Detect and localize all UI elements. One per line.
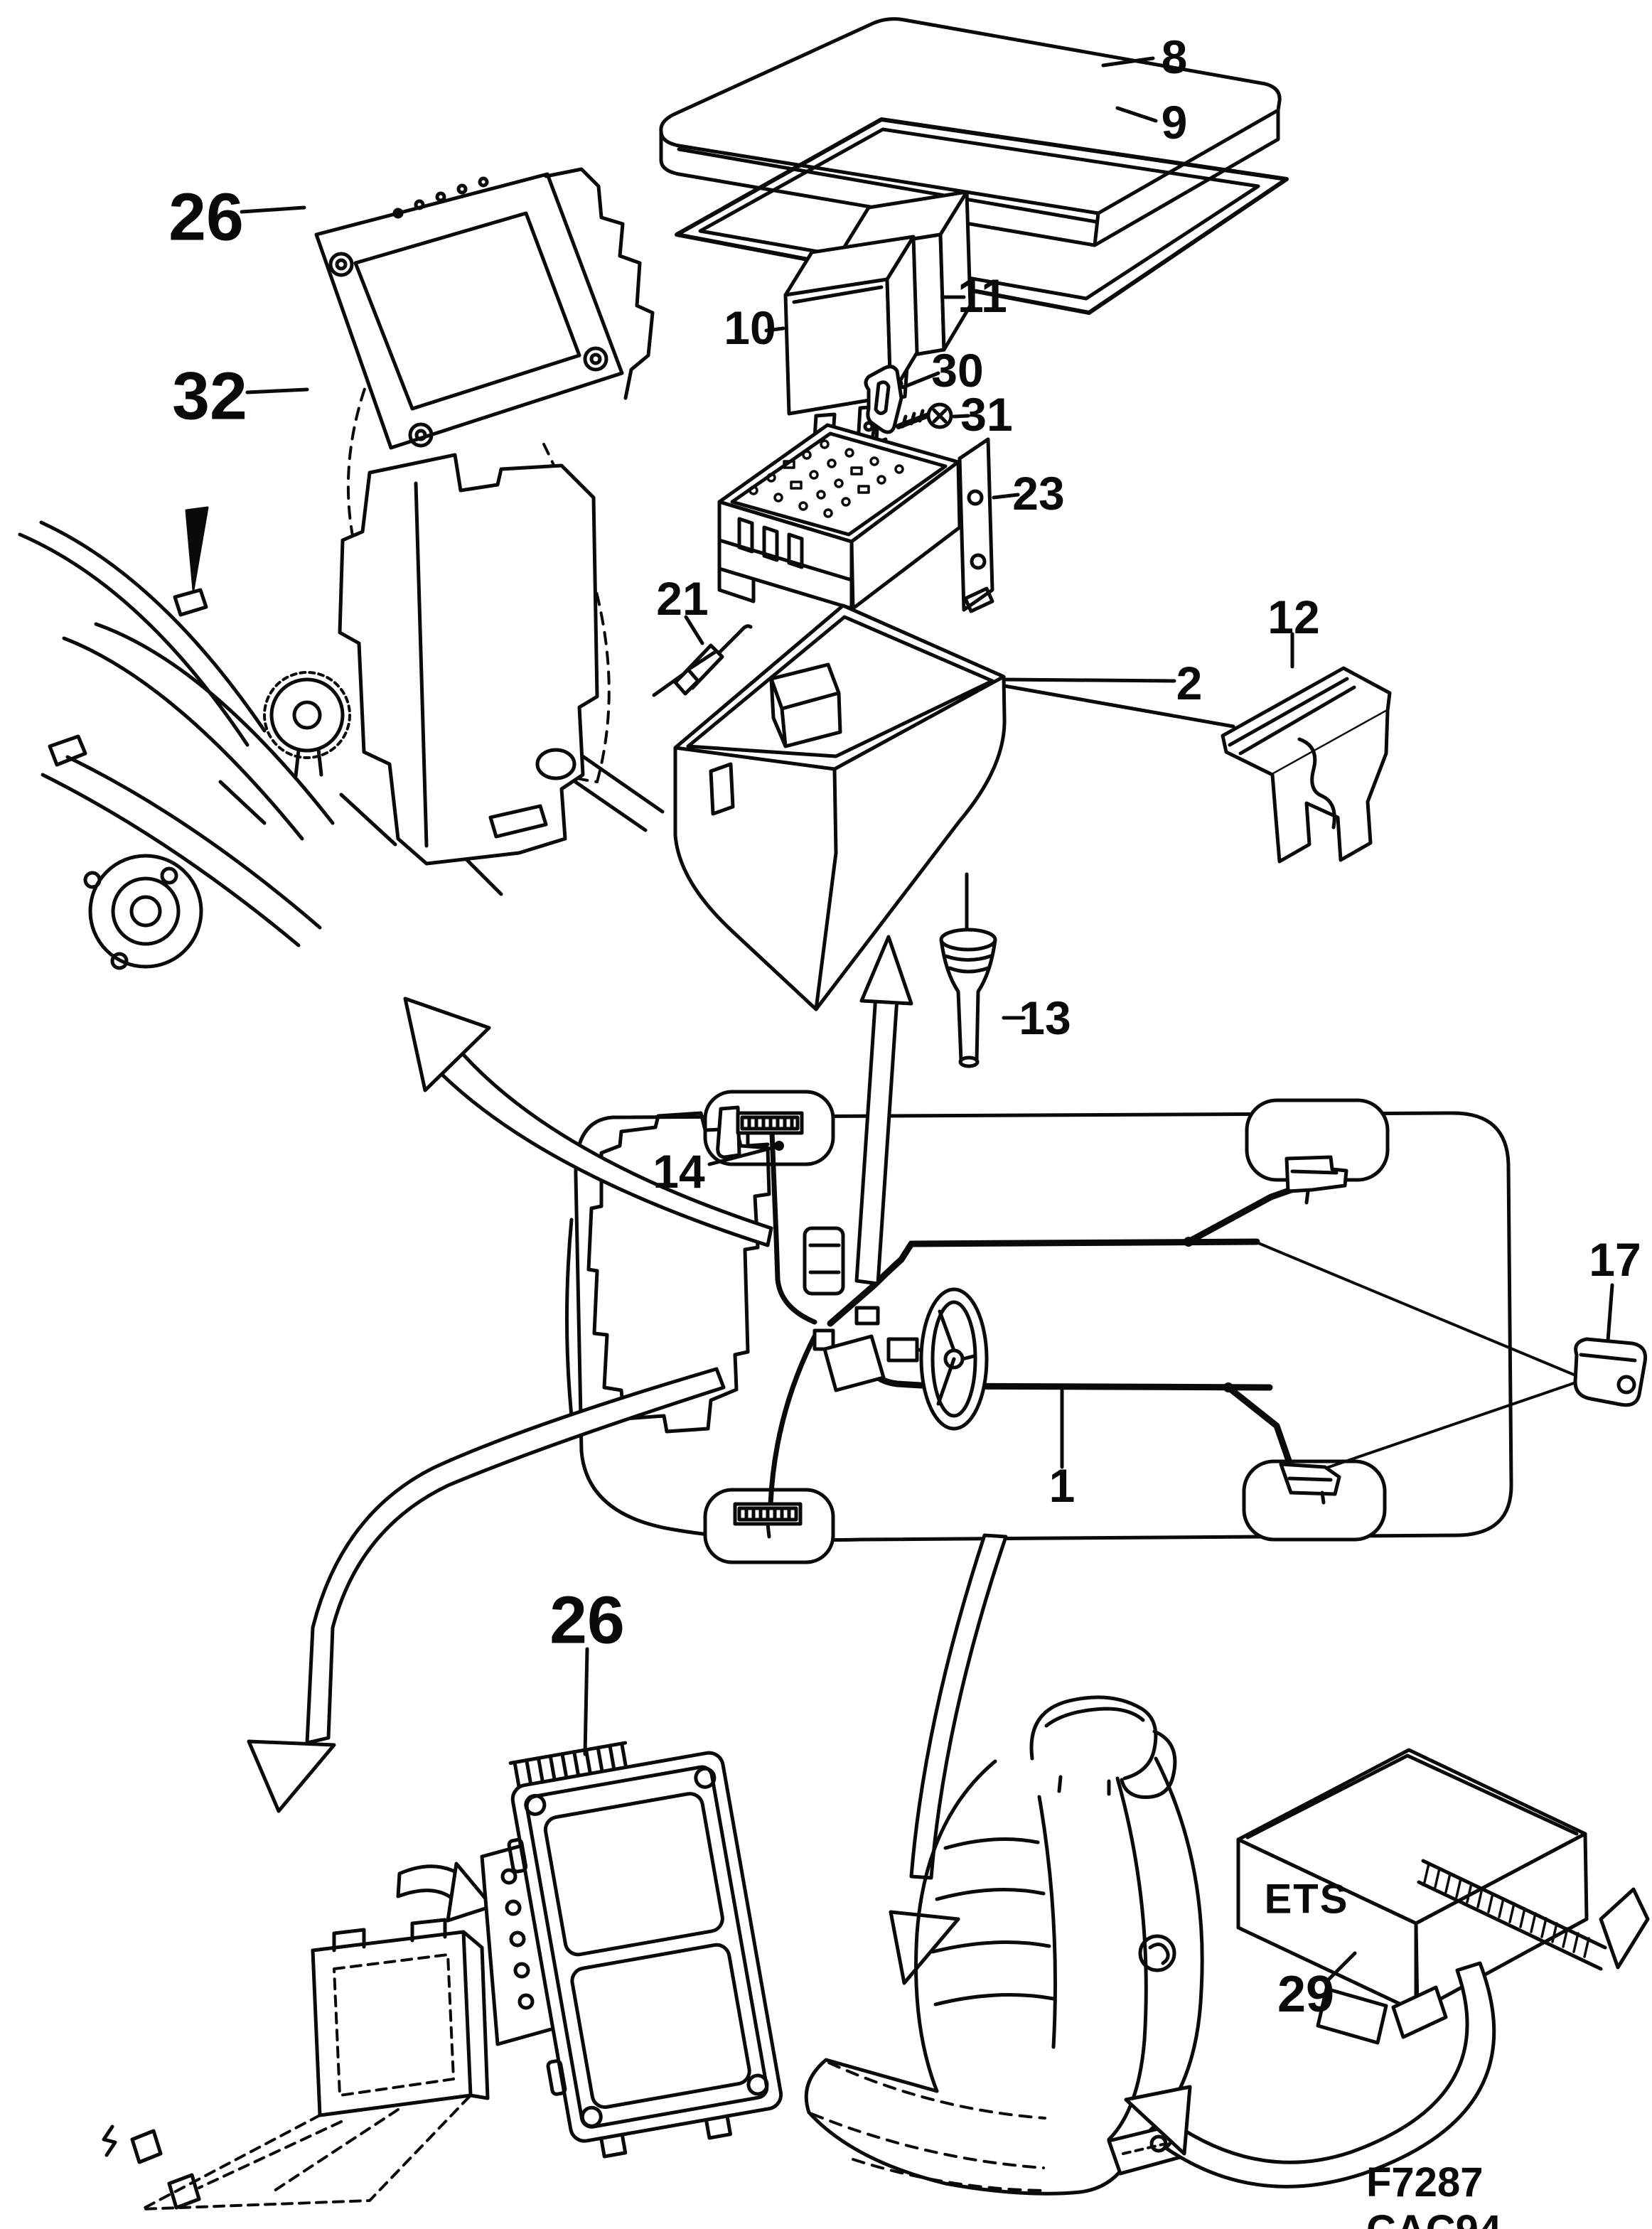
part-label-29: 29	[1277, 1966, 1335, 2023]
arrow-tray-to-ecu	[396, 1862, 494, 1923]
rear-wheel-connectors	[1279, 1155, 1348, 1505]
screw-31-drawing	[896, 402, 970, 429]
front-wheel-connectors	[716, 1105, 804, 1539]
bracket-12-drawing	[1221, 632, 1392, 864]
engine-bay-sketch	[18, 506, 665, 970]
ecu-26-bottom-drawing	[480, 1647, 783, 2159]
ets-module-text: ETS	[1264, 1876, 1349, 1923]
part-label-32: 32	[172, 358, 247, 434]
relay-10-drawing	[764, 235, 919, 452]
sensor-17-drawing	[1573, 1283, 1648, 1407]
fuse-21-drawing	[652, 615, 753, 697]
part-label-13: 13	[1019, 992, 1071, 1044]
arrow-car-to-bracket	[247, 1367, 726, 1813]
arrow-car-to-fusebox	[854, 935, 913, 1286]
leader-lines	[240, 205, 309, 394]
part-label-8: 8	[1161, 31, 1188, 83]
part-label-14: 14	[653, 1145, 705, 1198]
part-label-21: 21	[656, 572, 709, 625]
part-label-26: 26	[168, 179, 244, 255]
part-label-11: 11	[958, 269, 1007, 322]
housing-box-2-drawing	[673, 586, 1235, 1011]
car-top-view	[564, 1090, 1648, 1564]
figure-code: F7287 CAC94	[1366, 2159, 1501, 2229]
part-label-26: 26	[549, 1582, 625, 1658]
part-label-1: 1	[1048, 1459, 1076, 1512]
part-label-9: 9	[1161, 96, 1188, 149]
part-label-2: 2	[1176, 657, 1203, 709]
part-label-31: 31	[960, 388, 1013, 441]
arrow-ets-to-seat	[1124, 1961, 1496, 2188]
part-label-10: 10	[724, 301, 776, 354]
part-label-23: 23	[1012, 467, 1065, 520]
mounting-tray-drawing	[102, 1918, 490, 2211]
steering-wheel	[919, 1287, 989, 1431]
part-label-12: 12	[1267, 591, 1320, 643]
ets-module-29-drawing	[1236, 1748, 1650, 2045]
grommet-13-drawing	[939, 872, 1026, 1068]
arrow-car-to-engine-bay	[403, 997, 773, 1247]
part-label-17: 17	[1589, 1233, 1641, 1286]
part-label-30: 30	[931, 344, 984, 397]
wiring-harness-1	[768, 1130, 1575, 1507]
fuse-box-23-drawing	[717, 423, 1020, 612]
ecu-and-bracket-assembly	[314, 167, 655, 866]
